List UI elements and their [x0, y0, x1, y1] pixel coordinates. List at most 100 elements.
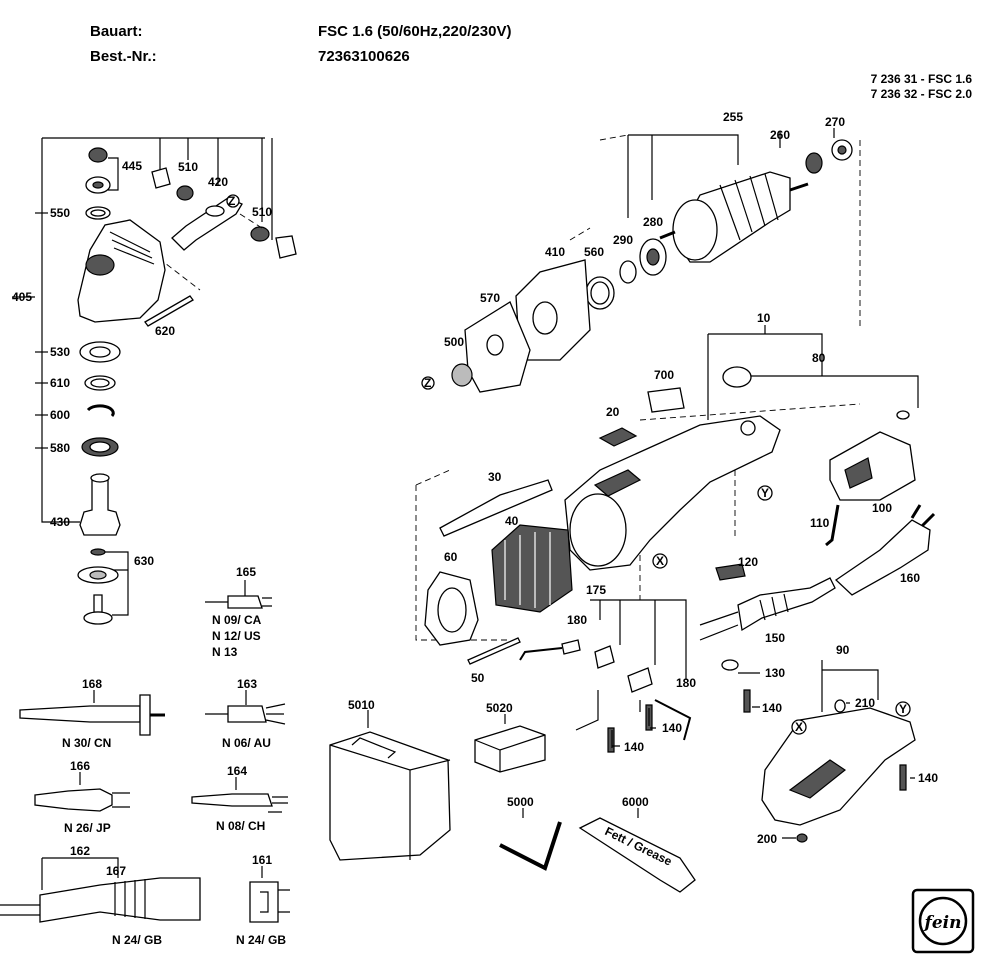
label-30: 30: [488, 470, 502, 484]
label-x-cover: X: [795, 720, 803, 734]
fein-logo: fein: [911, 888, 975, 954]
part-20-shape: [598, 427, 638, 447]
label-630: 630: [134, 554, 154, 568]
model-line-1: 7 236 31 - FSC 1.6: [870, 72, 972, 86]
label-210: 210: [855, 696, 875, 710]
plug-162-shape: [39, 877, 201, 923]
part-140-screw-d-shape: [899, 764, 907, 791]
code-165-3: N 13: [212, 645, 238, 659]
label-110: 110: [810, 516, 830, 530]
code-161: N 24/ GB: [236, 933, 286, 947]
part-420-hole-shape: [205, 205, 225, 217]
label-165: 165: [236, 565, 256, 579]
part-510-right-spring-shape: [250, 226, 270, 242]
plug-165-shape: [227, 595, 263, 609]
label-140c: 140: [662, 721, 682, 735]
ref-y-circle-housing: [757, 485, 773, 501]
bauart-label: Bauart:: [90, 23, 143, 40]
plug-161-shape: [249, 881, 279, 923]
label-270: 270: [825, 115, 845, 129]
part-620-shape: [144, 295, 194, 327]
motor-assembly: [421, 128, 861, 393]
part-445-lower-hole-shape: [92, 181, 104, 189]
part-430-shape: [79, 477, 121, 536]
label-280: 280: [643, 215, 663, 229]
part-6000-tube-shape: [578, 817, 696, 893]
part-510-left-shape: [151, 167, 171, 189]
bestnr-value: 72363100626: [318, 48, 410, 65]
part-120-shape: [715, 563, 746, 581]
part-175-holder-b-shape: [627, 667, 653, 693]
part-210-shape: [834, 699, 846, 713]
part-110-shape: [825, 504, 840, 547]
part-140-screw-a-shape: [743, 689, 751, 713]
plug-164-shape: [191, 793, 273, 807]
label-600: 600: [50, 408, 70, 422]
ref-y-circle-cover: [895, 701, 911, 717]
bauart-value: FSC 1.6 (50/60Hz,220/230V): [318, 23, 512, 40]
plug-163-shape: [227, 705, 267, 723]
label-10: 10: [757, 311, 771, 325]
label-x-housing: X: [656, 554, 664, 568]
label-164: 164: [227, 764, 247, 778]
part-130-shape: [721, 659, 739, 671]
code-165-1: N 09/ CA: [212, 613, 262, 627]
label-610: 610: [50, 376, 70, 390]
label-161: 161: [252, 853, 272, 867]
label-130: 130: [765, 666, 785, 680]
label-410: 410: [545, 245, 565, 259]
cover-assembly: [761, 660, 916, 843]
bestnr-label: Best.-Nr.:: [90, 48, 157, 65]
label-90: 90: [836, 643, 850, 657]
label-150: 150: [765, 631, 785, 645]
label-530: 530: [50, 345, 70, 359]
part-50-shape: [467, 637, 521, 665]
part-30-shape: [439, 479, 553, 537]
label-5000: 5000: [507, 795, 534, 809]
part-630-screw-shape: [83, 611, 113, 625]
label-5010: 5010: [348, 698, 375, 712]
part-5000-key-shape: [499, 821, 562, 871]
accessories: [329, 710, 696, 893]
code-164: N 08/ CH: [216, 819, 265, 833]
label-560: 560: [584, 245, 604, 259]
ref-z-circle-small: [226, 194, 240, 208]
part-80-shape: [722, 366, 752, 388]
label-500: 500: [444, 335, 464, 349]
label-140d: 140: [918, 771, 938, 785]
code-162: N 24/ GB: [112, 933, 162, 947]
label-445: 445: [122, 159, 142, 173]
label-140a: 140: [762, 701, 782, 715]
label-6000: 6000: [622, 795, 649, 809]
label-580: 580: [50, 441, 70, 455]
part-510-right-block-shape: [275, 235, 297, 259]
plugs: [0, 580, 290, 923]
model-line-2: 7 236 32 - FSC 2.0: [870, 87, 972, 101]
code-163: N 06/ AU: [222, 736, 271, 750]
svg-text:fein: fein: [924, 913, 962, 933]
label-162: 162: [70, 844, 90, 858]
part-700-shape: [647, 387, 685, 413]
label-100: 100: [872, 501, 892, 515]
part-100-shape: [829, 431, 916, 501]
part-510-spring-shape: [176, 185, 194, 201]
label-180b: 180: [676, 676, 696, 690]
label-y-cover: Y: [899, 702, 907, 716]
part-180a-shape: [561, 639, 581, 655]
label-510a: 510: [178, 160, 198, 174]
part-5020-block-shape: [474, 725, 546, 773]
part-175-holder-a-shape: [594, 645, 615, 669]
label-168: 168: [82, 677, 102, 691]
plug-168-shape: [19, 705, 141, 723]
plug-166-shape: [34, 788, 113, 812]
part-260-shape: [805, 152, 823, 174]
part-600-shape: [86, 404, 115, 417]
label-175: 175: [586, 583, 606, 597]
label-430: 430: [50, 515, 70, 529]
code-165-2: N 12/ US: [212, 629, 261, 643]
label-167: 167: [106, 864, 126, 878]
ref-x-circle-housing: [652, 553, 668, 569]
label-166: 166: [70, 759, 90, 773]
part-160-shape: [834, 519, 931, 596]
